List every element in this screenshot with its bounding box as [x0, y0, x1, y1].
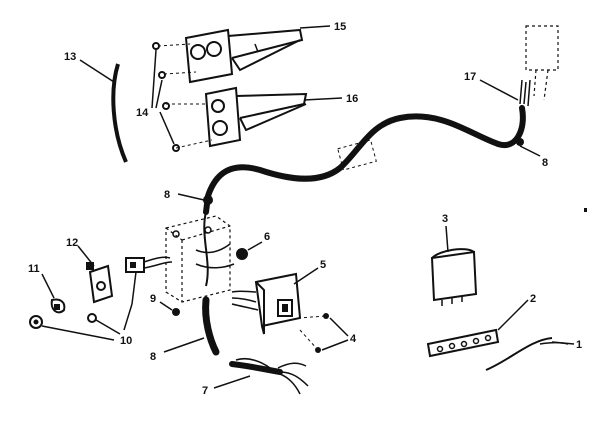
leader-2: [497, 299, 529, 331]
part-13-rod: [111, 63, 128, 163]
leader-8-bot: [163, 337, 205, 353]
callout-6: 6: [264, 231, 270, 243]
callout-15: 15: [334, 21, 346, 33]
leader-4a: [329, 317, 349, 337]
leader-14b: [155, 79, 163, 109]
part-7-wires: [229, 357, 309, 395]
part-5-switch: [231, 272, 302, 335]
callout-4: 4: [350, 333, 357, 345]
leader-17: [479, 79, 519, 101]
callout-7: 7: [202, 385, 208, 397]
leader-14c: [159, 111, 175, 145]
callout-13: 13: [64, 51, 76, 63]
leader-3: [445, 225, 449, 253]
leader-11: [41, 273, 55, 299]
callout-10: 10: [120, 335, 132, 347]
leader-12: [77, 245, 95, 267]
callout-16: 16: [346, 93, 358, 105]
callout-8-bot: 8: [150, 351, 156, 363]
leader-14a: [151, 49, 157, 109]
part-11-clip: [50, 298, 66, 314]
leader-6: [247, 241, 263, 251]
leader-9: [159, 301, 173, 311]
callout-3: 3: [442, 213, 448, 225]
leader-1: [551, 341, 575, 345]
callout-12: 12: [66, 237, 78, 249]
callout-1: 1: [576, 339, 582, 351]
leader-15: [299, 25, 331, 29]
callout-11: 11: [28, 263, 40, 275]
part-9-screw: [172, 308, 180, 316]
callout-9: 9: [150, 293, 156, 305]
part-15-bracket: [184, 28, 304, 84]
stray-mark: [584, 208, 587, 212]
connector-plug: [125, 256, 173, 305]
leader-13: [79, 59, 115, 83]
leader-4b: [321, 339, 349, 351]
part-1-wire: [485, 337, 553, 371]
callout-8-mid: 8: [164, 189, 170, 201]
callout-5: 5: [320, 259, 326, 271]
callout-8-top: 8: [542, 157, 548, 169]
part-12-plate: [86, 262, 114, 304]
part-3-relay: [430, 248, 478, 306]
part-6-grommet: [236, 248, 248, 260]
leader-5: [293, 267, 319, 285]
main-cable: [203, 105, 526, 215]
callout-17: 17: [464, 71, 476, 83]
junction-box: [165, 211, 235, 303]
part-14-screws: [152, 42, 180, 152]
leader-8-top: [519, 145, 541, 157]
part-10-washers: [29, 313, 97, 329]
callout-14: 14: [136, 107, 149, 119]
leader-8-mid: [177, 193, 205, 201]
callout-2: 2: [530, 293, 536, 305]
part-2-terminal-strip: [426, 328, 500, 358]
leader-16: [303, 97, 343, 101]
leader-7: [213, 375, 251, 389]
leader-10b: [95, 319, 121, 335]
part-4-screws: [297, 313, 329, 353]
leader-10c: [123, 303, 133, 331]
part-16-bracket: [204, 86, 308, 148]
part-17-plug: [519, 25, 559, 107]
part-8-lower-cable: [202, 296, 220, 356]
leader-10a: [41, 325, 115, 341]
